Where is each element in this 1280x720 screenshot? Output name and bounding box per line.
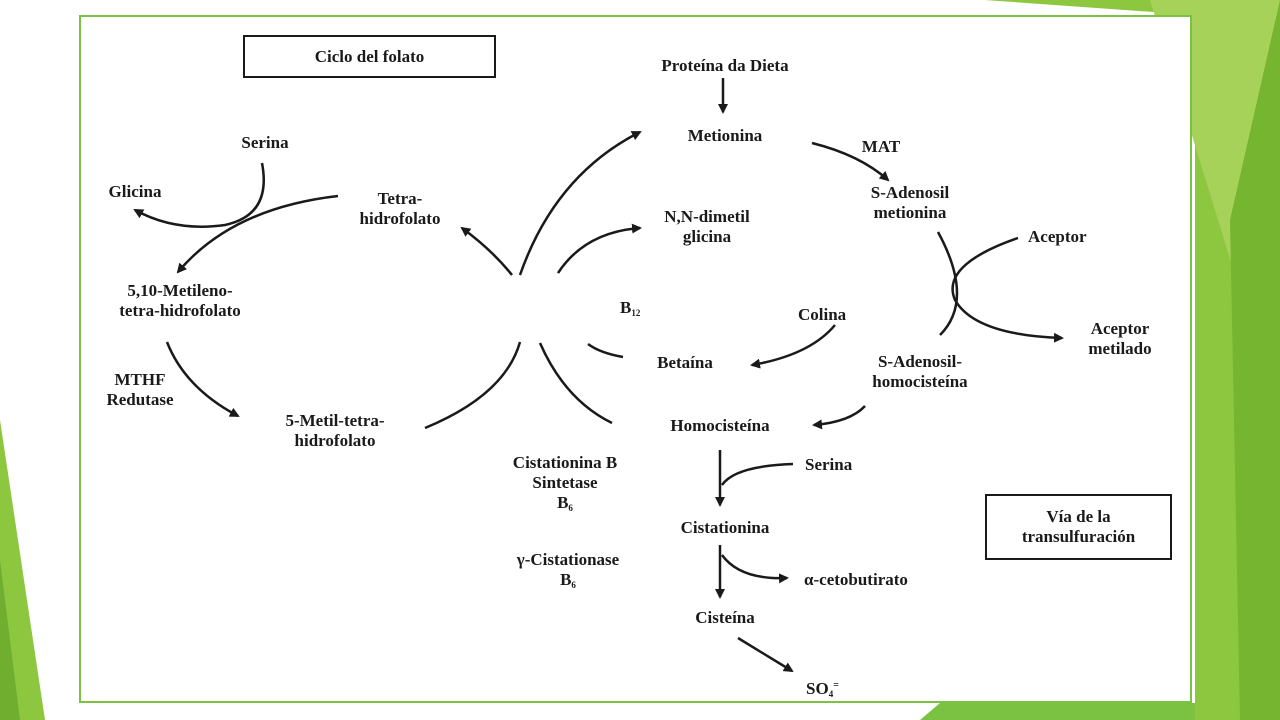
- methyl-thf-line2: hidrofolato: [294, 431, 376, 450]
- sam-label-line1: S-Adenosil: [870, 183, 950, 202]
- sah-label: S-Adenosil- homocisteína: [845, 352, 995, 392]
- cbs-enzyme-label: Cistationina B Sintetase B6: [490, 453, 640, 518]
- mthfr-line2: Redutase: [106, 390, 174, 409]
- sulfate-sup: =: [833, 680, 839, 691]
- methyl-thf-line1: 5-Metil-tetra-: [285, 411, 385, 430]
- arrow-to-ketobutyrate: [720, 554, 789, 584]
- left-green-triangle-dark: [0, 560, 20, 720]
- methionine-label: Metionina: [687, 126, 763, 145]
- homocysteine-label: Homocisteína: [670, 416, 770, 435]
- thf-label: Tetra- hidrofolato: [340, 189, 460, 229]
- arrow-serine-into-cystathionine: [720, 462, 794, 486]
- transsulfuration-label-line2: transulfuración: [1021, 527, 1136, 546]
- b12-text: B: [620, 298, 632, 317]
- acceptor-label: Aceptor: [1028, 227, 1087, 246]
- arrow-to-thf: [460, 226, 513, 276]
- left-green-triangle: [0, 420, 45, 720]
- cgl-line1: γ-Cistationase: [516, 550, 620, 569]
- betaine-label: Betaína: [657, 353, 713, 372]
- diagram-frame: [79, 15, 1192, 703]
- thf-line1: Tetra-: [377, 189, 423, 208]
- b12-sub: 12: [631, 308, 641, 318]
- methylene-thf-line2: tetra-hidrofolato: [119, 301, 241, 320]
- arc-b12-to-betaine: [587, 342, 624, 359]
- cbs-b6-sub: 6: [568, 503, 573, 513]
- bottom-green-strip: [920, 703, 1195, 720]
- arrow-methylene-to-methyl-thf: [165, 341, 240, 418]
- sulfate-sub: 4: [828, 689, 834, 699]
- sulfate-label: SO4=: [806, 676, 839, 704]
- arrow-sam-to-sah: [936, 231, 959, 336]
- arrow-choline-to-betaine: [750, 324, 836, 369]
- arrow-serine-to-glycine: [133, 162, 265, 228]
- folate-cycle-label: Ciclo del folato: [314, 46, 425, 66]
- serine-right-label: Serina: [805, 455, 853, 474]
- transsulfuration-label-line1: Vía de la: [1046, 507, 1111, 526]
- glycine-label: Glicina: [108, 182, 162, 201]
- sah-label-line2: homocisteína: [872, 372, 968, 391]
- right-green-dark: [1230, 0, 1280, 720]
- dimethylglycine-line1: N,N-dimetil: [664, 207, 750, 226]
- sam-label-line2: metionina: [873, 203, 947, 222]
- transsulfuration-box: Vía de la transulfuración: [985, 494, 1172, 560]
- dimethylglycine-label: N,N-dimetil glicina: [642, 207, 772, 247]
- arc-methyl-thf-to-center: [424, 341, 522, 430]
- arrow-sah-to-homocysteine: [812, 405, 866, 430]
- cgl-enzyme-label: γ-Cistationase B6: [493, 550, 643, 595]
- arc-homocysteine-entry: [538, 342, 613, 425]
- mat-enzyme-label: MAT: [861, 137, 901, 156]
- arrow-remethylation-to-methionine: [518, 130, 642, 276]
- methylene-thf-line1: 5,10-Metileno-: [127, 281, 233, 300]
- mthfr-label: MTHF Redutase: [100, 370, 180, 410]
- mthfr-line1: MTHF: [114, 370, 166, 389]
- arrow-betaine-to-dmg: [556, 223, 642, 274]
- dimethylglycine-line2: glicina: [682, 227, 732, 246]
- serine-left-label: Serina: [241, 133, 289, 152]
- sah-label-line1: S-Adenosil-: [877, 352, 963, 371]
- sulfate-text: SO: [806, 679, 829, 698]
- cysteine-label: Cisteína: [695, 608, 755, 627]
- methylated-acceptor-label: Aceptor metilado: [1065, 319, 1175, 359]
- arrow-methionine-to-sam: [811, 141, 890, 182]
- b12-label: B12: [620, 298, 640, 323]
- dietary-protein-label: Proteína da Dieta: [661, 56, 789, 75]
- choline-label: Colina: [798, 305, 847, 324]
- cgl-b6-text: B: [560, 570, 572, 589]
- folate-cycle-box: Ciclo del folato: [243, 35, 496, 78]
- alpha-ketobutyrate-label: α-cetobutirato: [804, 570, 908, 589]
- arrow-acceptor-to-methylated: [951, 236, 1064, 343]
- methylene-thf-label: 5,10-Metileno- tetra-hidrofolato: [95, 281, 265, 321]
- thf-line2: hidrofolato: [359, 209, 441, 228]
- methylated-acceptor-line1: Aceptor: [1090, 319, 1150, 338]
- cgl-b6-sub: 6: [571, 580, 576, 590]
- methyl-thf-label: 5-Metil-tetra- hidrofolato: [260, 411, 410, 451]
- cbs-line1: Cistationina B: [512, 453, 618, 472]
- arrow-thf-to-methylene-thf: [176, 194, 339, 274]
- cbs-b6-text: B: [557, 493, 569, 512]
- sam-label: S-Adenosil metionina: [840, 183, 980, 223]
- methylated-acceptor-line2: metilado: [1088, 339, 1152, 358]
- arrow-cysteine-to-sulfate: [737, 636, 794, 673]
- cystathionine-label: Cistationina: [680, 518, 770, 537]
- cbs-line2: Sintetase: [532, 473, 598, 492]
